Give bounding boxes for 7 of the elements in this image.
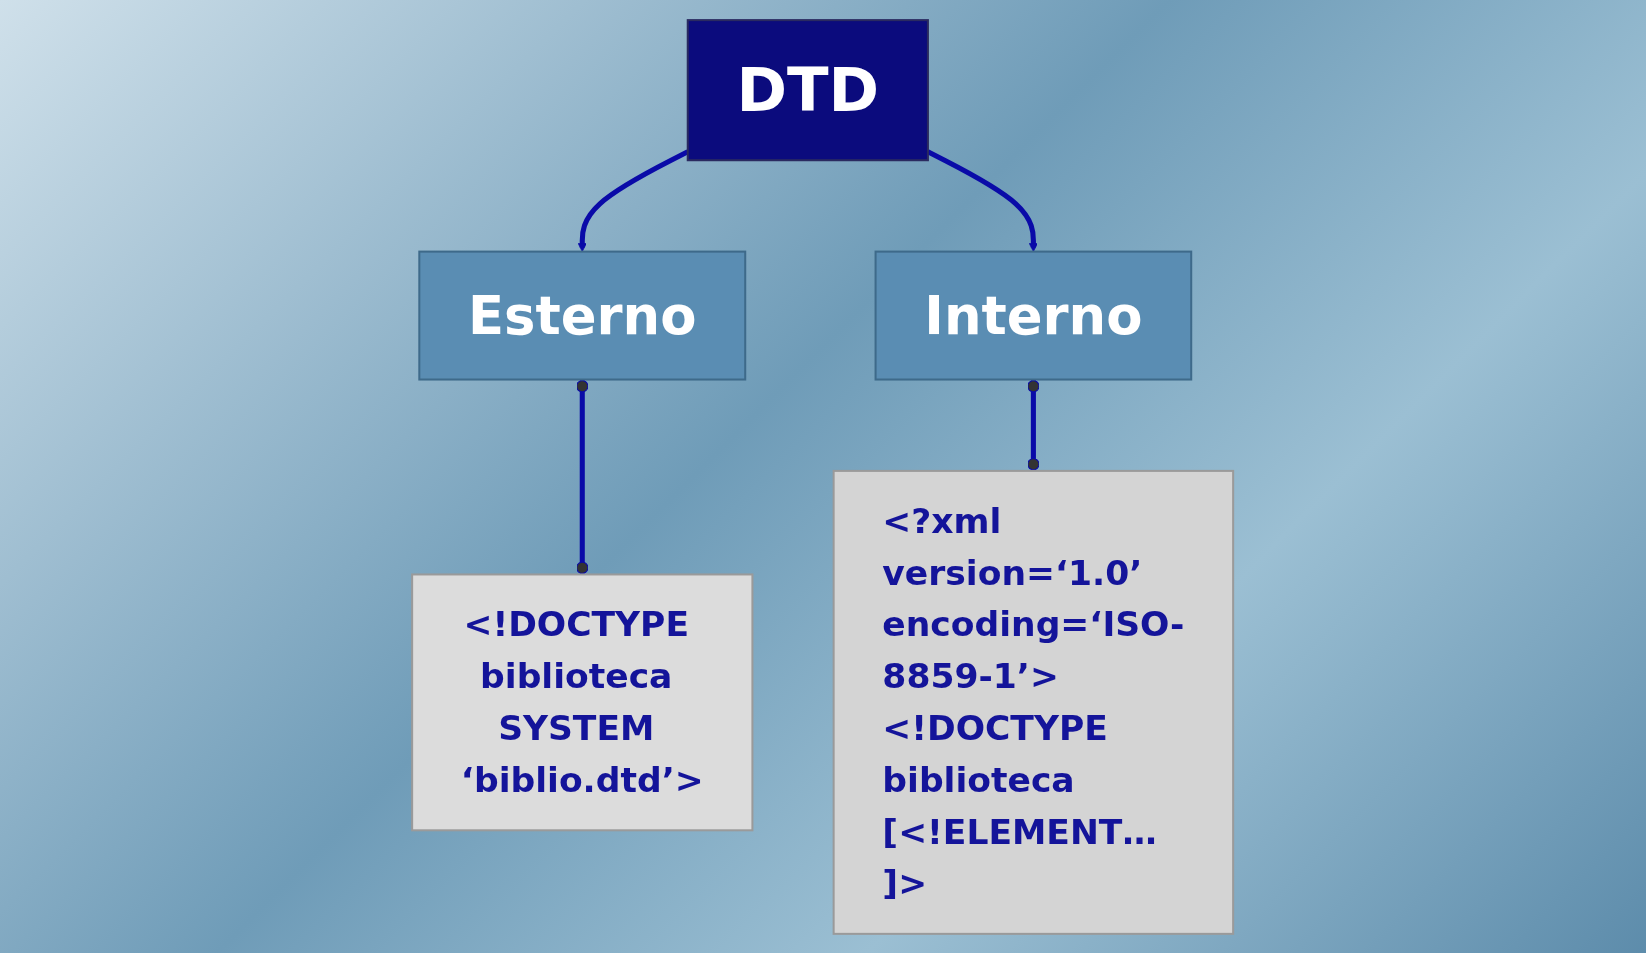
connector — [576, 379, 589, 574]
node-box: <?xml version=‘1.0’ encoding=‘ISO-8859-1’> <!DOCTYPE biblioteca [<!ELEMENT… ]> — [832, 469, 1235, 935]
node-box: Interno — [874, 250, 1193, 381]
node-box: <!DOCTYPE biblioteca SYSTEM ‘biblio.dtd’> — [411, 572, 754, 831]
connector — [1027, 379, 1040, 471]
node-box: Esterno — [418, 250, 747, 381]
node-box: DTD — [687, 18, 930, 161]
